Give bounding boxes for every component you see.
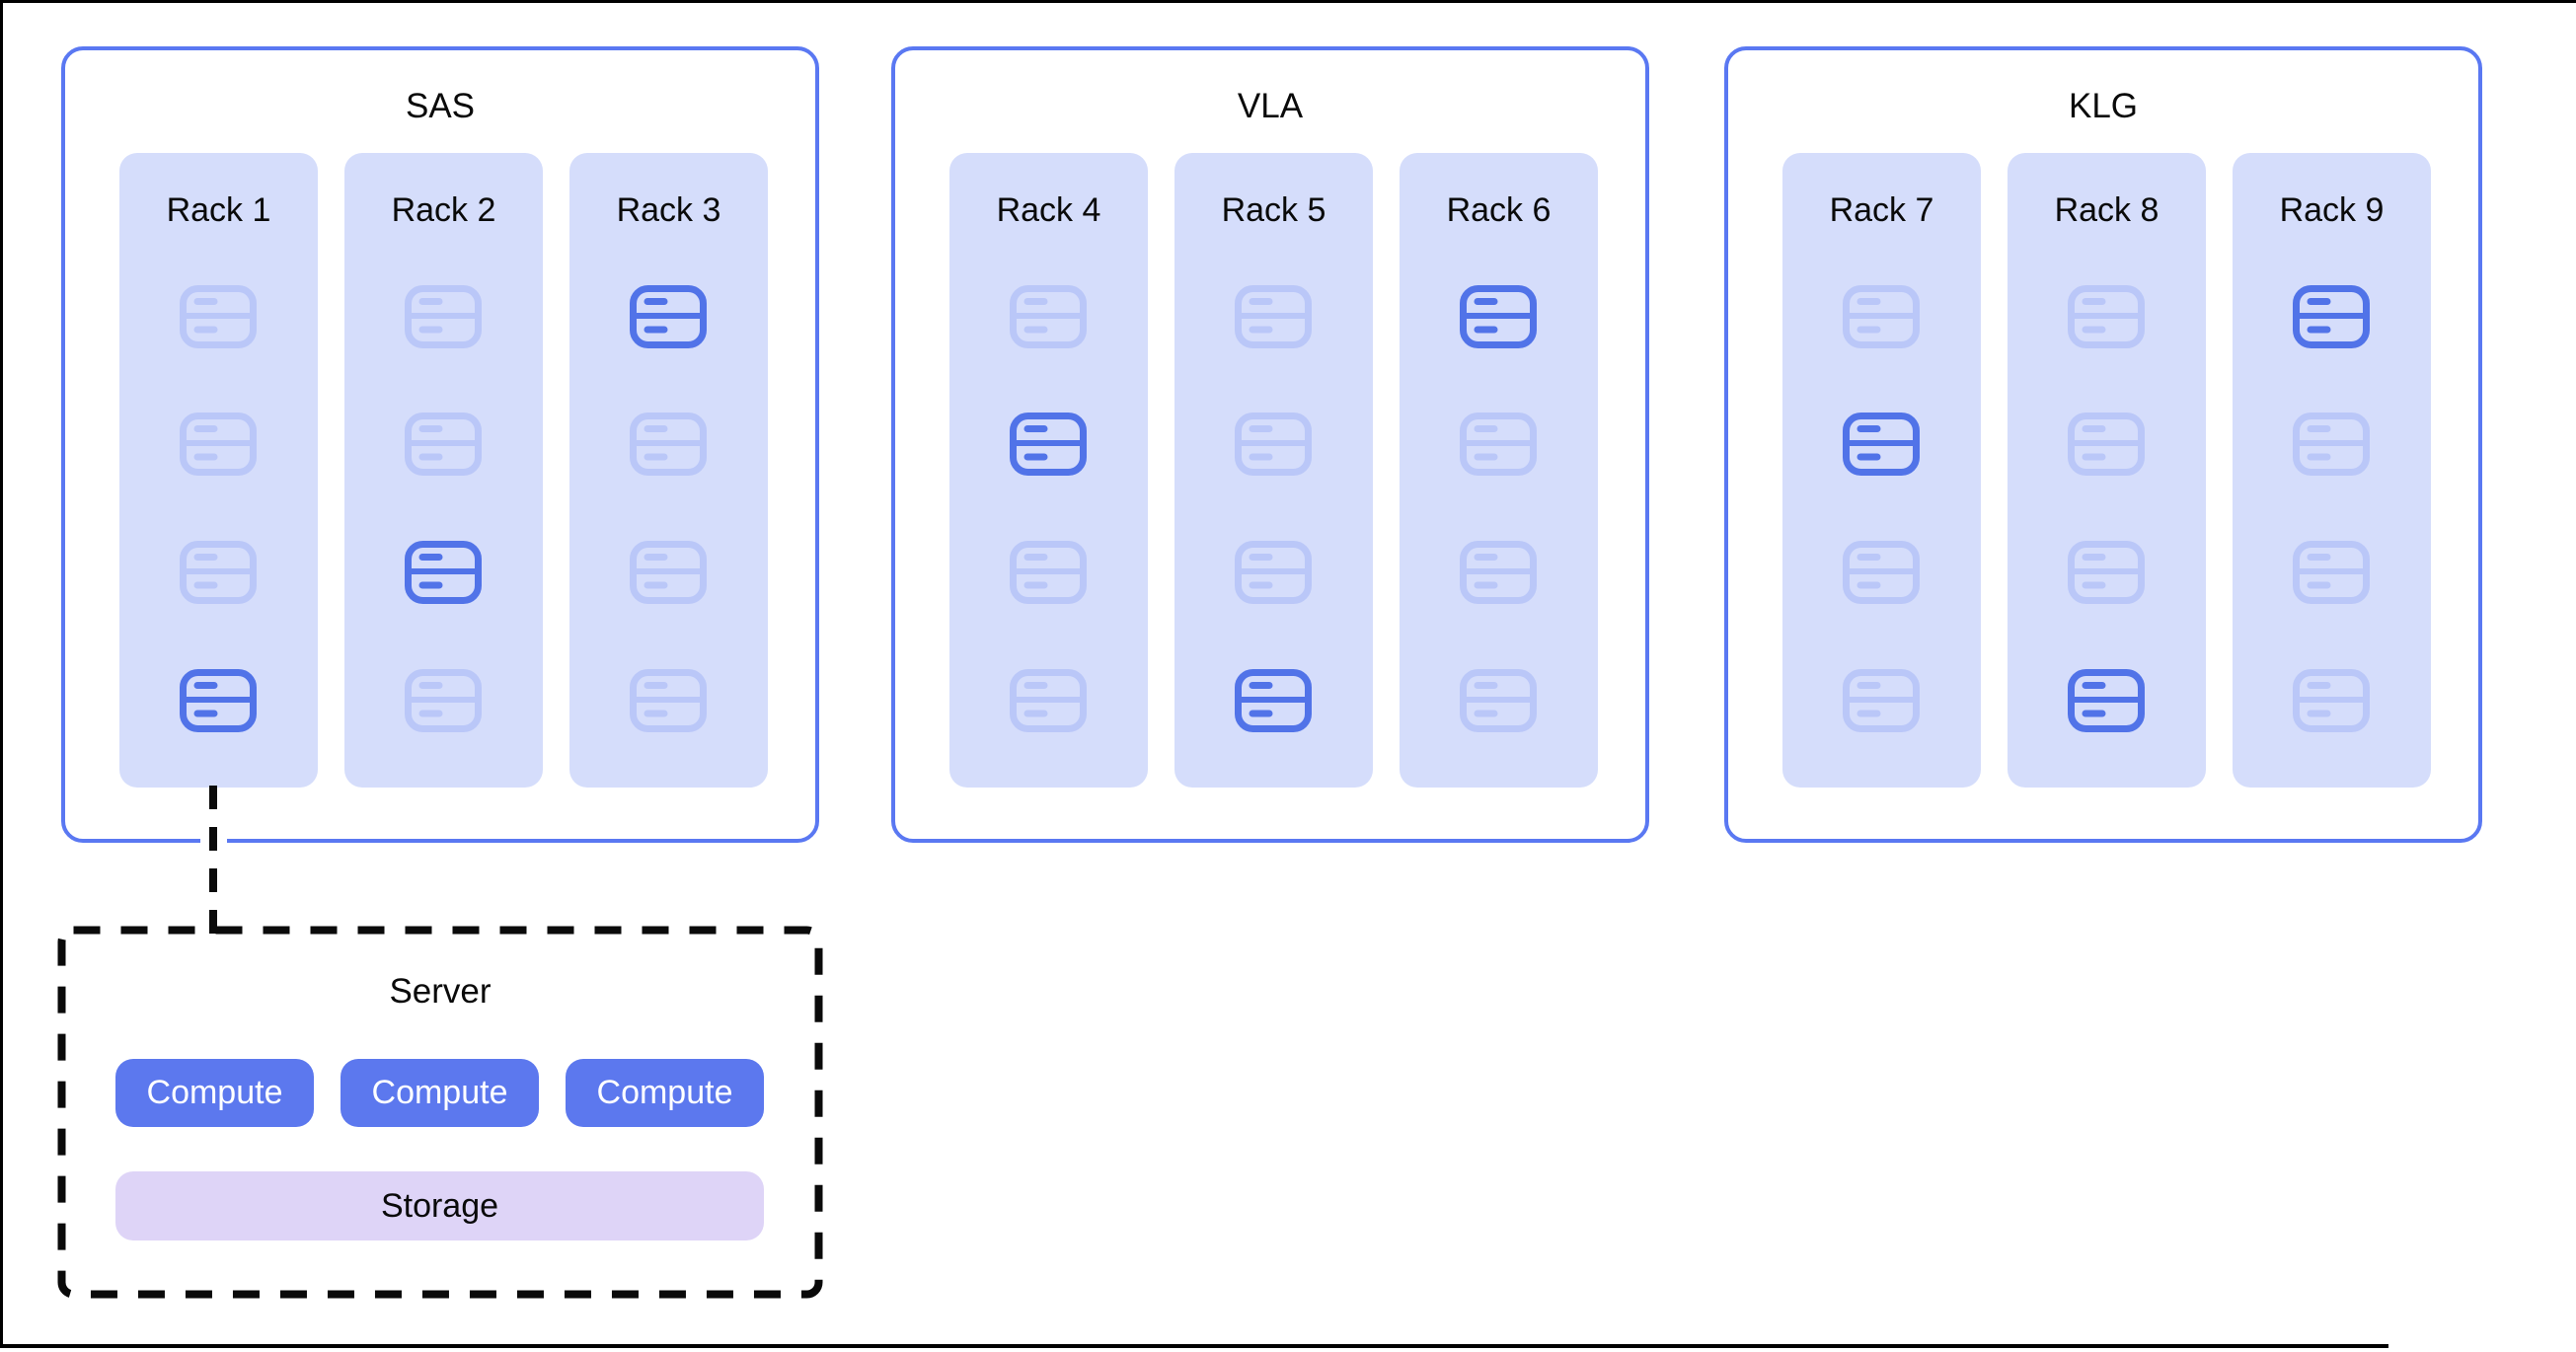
server-box-title: Server [389, 972, 492, 1011]
server-unit-icon [1235, 413, 1312, 476]
compute-block: Compute [115, 1059, 314, 1127]
server-unit-icon [180, 413, 257, 476]
server-unit-icon [1235, 669, 1312, 732]
rack-9: Rack 9 [2233, 153, 2431, 788]
server-unit-icon [405, 669, 482, 732]
server-unit-icon [2293, 413, 2370, 476]
rack-label: Rack 4 [996, 191, 1101, 229]
server-unit-icon [2068, 669, 2145, 732]
server-unit-icon [405, 413, 482, 476]
server-unit-icon [180, 541, 257, 604]
server-unit-icon [630, 669, 707, 732]
server-unit-icon [1010, 669, 1087, 732]
rack-label: Rack 1 [166, 191, 271, 229]
rack-label: Rack 6 [1446, 191, 1552, 229]
rack-label: Rack 7 [1829, 191, 1934, 229]
zone-title: VLA [1237, 87, 1304, 125]
storage-block: Storage [115, 1171, 764, 1240]
zone-klg: KLG Rack 7 Rack 8 Rack 9 [1724, 46, 2482, 843]
rack-6: Rack 6 [1400, 153, 1598, 788]
server-detail-box [57, 926, 823, 1299]
frame-bottom-line [0, 1344, 2388, 1348]
frame-left-line [0, 0, 3, 1348]
server-unit-icon [1010, 285, 1087, 348]
server-unit-icon [180, 285, 257, 348]
rack-label: Rack 8 [2054, 191, 2159, 229]
zone-vla: VLA Rack 4 Rack 5 Rack 6 [891, 46, 1649, 843]
rack-2: Rack 2 [344, 153, 543, 788]
server-unit-icon [1235, 541, 1312, 604]
server-unit-icon [2068, 285, 2145, 348]
compute-block: Compute [566, 1059, 764, 1127]
server-unit-icon [1235, 285, 1312, 348]
rack-3: Rack 3 [569, 153, 768, 788]
server-unit-icon [180, 669, 257, 732]
rack-label: Rack 3 [616, 191, 721, 229]
server-unit-icon [1843, 413, 1920, 476]
server-unit-icon [1460, 285, 1537, 348]
zone-title: SAS [405, 87, 476, 125]
server-unit-icon [630, 541, 707, 604]
server-unit-icon [1460, 669, 1537, 732]
rack-5: Rack 5 [1174, 153, 1373, 788]
compute-block: Compute [341, 1059, 539, 1127]
server-unit-icon [1843, 669, 1920, 732]
server-unit-icon [405, 285, 482, 348]
server-unit-icon [2293, 541, 2370, 604]
rack-4: Rack 4 [949, 153, 1148, 788]
rack-to-server-connector-line [209, 786, 217, 934]
rack-label: Rack 2 [391, 191, 496, 229]
server-unit-icon [2068, 413, 2145, 476]
server-unit-icon [630, 413, 707, 476]
server-unit-icon [2293, 285, 2370, 348]
zone-sas: SAS Rack 1 Rack 2 Rack 3 [61, 46, 819, 843]
server-unit-icon [1010, 413, 1087, 476]
rack-label: Rack 5 [1221, 191, 1326, 229]
rack-7: Rack 7 [1782, 153, 1981, 788]
server-unit-icon [630, 285, 707, 348]
frame-top-line [0, 0, 2576, 3]
server-unit-icon [1460, 413, 1537, 476]
server-unit-icon [1843, 285, 1920, 348]
rack-1: Rack 1 [119, 153, 318, 788]
server-unit-icon [2068, 541, 2145, 604]
server-unit-icon [1843, 541, 1920, 604]
zone-title: KLG [2068, 87, 2139, 125]
server-unit-icon [1460, 541, 1537, 604]
server-unit-icon [1010, 541, 1087, 604]
rack-label: Rack 9 [2279, 191, 2385, 229]
server-unit-icon [405, 541, 482, 604]
server-unit-icon [2293, 669, 2370, 732]
rack-8: Rack 8 [2008, 153, 2206, 788]
